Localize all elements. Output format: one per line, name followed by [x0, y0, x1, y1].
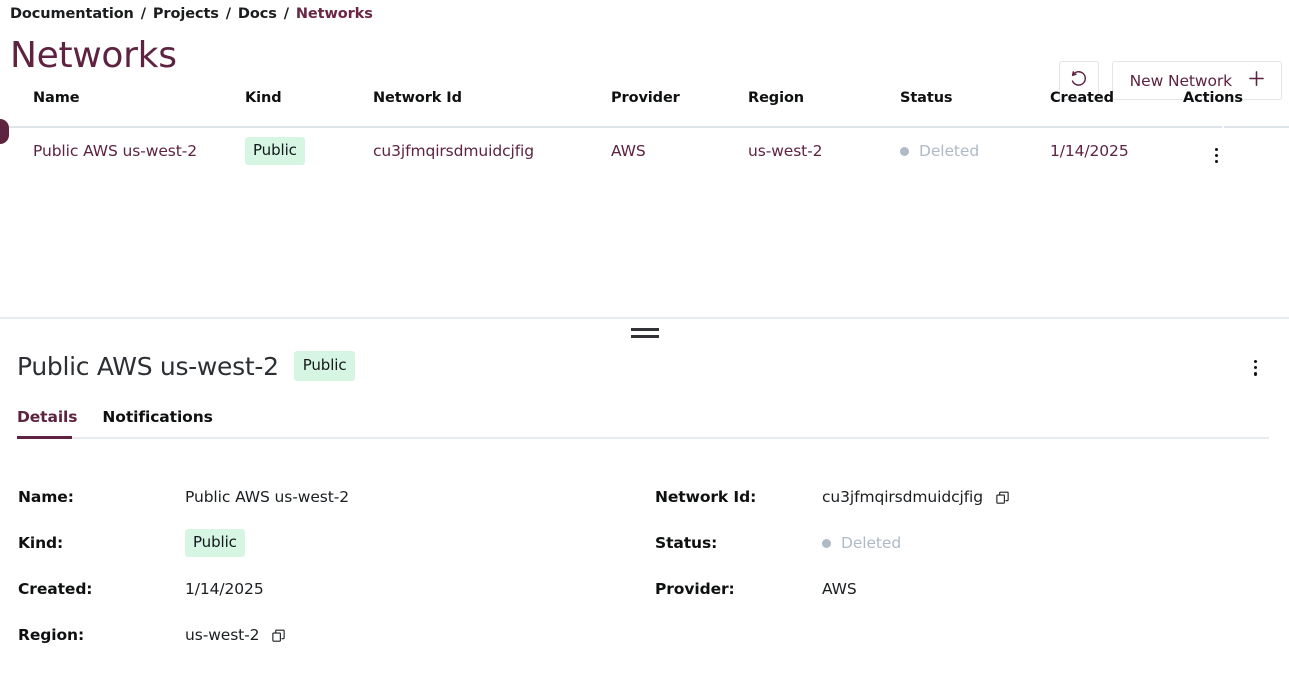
field-label-name: Name:: [18, 488, 74, 506]
field-label-status: Status:: [655, 534, 718, 552]
field-value-provider: AWS: [822, 580, 857, 598]
field-name: Name: Public AWS us-west-2: [18, 474, 655, 520]
cell-name[interactable]: Public AWS us-west-2: [0, 119, 245, 182]
cell-provider: AWS: [611, 142, 646, 161]
column-header-actions: Actions: [1183, 90, 1243, 106]
refresh-button[interactable]: [1058, 61, 1099, 100]
field-label-kind: Kind:: [18, 534, 64, 552]
cell-created: 1/14/2025: [1050, 142, 1129, 161]
tabs-rule: [17, 437, 1269, 439]
breadcrumb-separator: /: [140, 6, 146, 22]
column-header-network-id[interactable]: Network Id: [373, 90, 462, 106]
field-status: Status: Deleted: [655, 520, 1279, 566]
breadcrumb-separator: /: [225, 6, 231, 22]
panel-splitter[interactable]: [0, 317, 1289, 338]
cell-region: us-west-2: [748, 142, 823, 161]
field-label-region: Region:: [18, 626, 85, 644]
status-dot-icon: [900, 146, 909, 156]
splitter-grip-handle[interactable]: [630, 328, 659, 338]
detail-tabs: Details Notifications: [10, 381, 1269, 439]
detail-panel: Public AWS us-west-2 Public Details Noti…: [0, 329, 1289, 658]
copy-icon[interactable]: [271, 628, 286, 643]
networks-table: Name Kind Network Id Provider Region Sta…: [0, 90, 1289, 182]
new-network-button[interactable]: New Network: [1111, 61, 1282, 100]
status-dot-icon: [822, 538, 831, 548]
status-text: Deleted: [919, 142, 980, 161]
cell-kind: Public: [245, 119, 373, 182]
header-actions: New Network: [1058, 61, 1282, 100]
field-label-provider: Provider:: [655, 580, 735, 598]
breadcrumb-item-networks[interactable]: Networks: [295, 6, 373, 22]
detail-status-text: Deleted: [841, 534, 902, 552]
cell-network-id: cu3jfmqirsdmuidcjfig: [373, 142, 534, 161]
table-header-rule: [0, 126, 1289, 128]
plus-icon: [1246, 68, 1267, 93]
field-value-region-text: us-west-2: [185, 626, 260, 644]
column-header-provider[interactable]: Provider: [611, 90, 680, 106]
column-header-kind[interactable]: Kind: [245, 90, 282, 106]
detail-status-badge: Deleted: [822, 534, 901, 552]
detail-title: Public AWS us-west-2: [17, 351, 279, 381]
column-header-created[interactable]: Created: [1050, 90, 1114, 106]
breadcrumb: Documentation / Projects / Docs / Networ…: [0, 0, 1289, 22]
detail-kind-badge: Public: [293, 351, 356, 381]
column-header-status[interactable]: Status: [900, 90, 953, 106]
field-value-kind: Public: [185, 529, 245, 557]
breadcrumb-item-documentation[interactable]: Documentation: [10, 6, 134, 22]
status-badge: Deleted: [900, 142, 979, 160]
row-name-text: Public AWS us-west-2: [33, 142, 197, 161]
row-selected-indicator: [0, 119, 9, 144]
copy-icon[interactable]: [995, 490, 1010, 505]
networks-table-container: Name Kind Network Id Provider Region Sta…: [0, 90, 1289, 317]
field-network-id: Network Id: cu3jfmqirsdmuidcjfig: [655, 474, 1279, 520]
tab-notifications[interactable]: Notifications: [102, 408, 213, 426]
field-value-network-id: cu3jfmqirsdmuidcjfig: [822, 488, 1010, 506]
active-tab-underline: [17, 435, 72, 439]
new-network-label: New Network: [1129, 71, 1232, 90]
field-value-network-id-text: cu3jfmqirsdmuidcjfig: [822, 488, 983, 506]
field-kind: Kind: Public: [18, 520, 655, 566]
detail-fields: Name: Public AWS us-west-2 Network Id: c…: [10, 439, 1279, 658]
refresh-icon: [1069, 69, 1089, 93]
table-header-rule-gap: [1222, 126, 1224, 128]
cell-actions: [1183, 119, 1289, 182]
page-header: Networks New Network: [0, 22, 1289, 100]
detail-kebab-menu-icon[interactable]: [1252, 358, 1259, 378]
field-created: Created: 1/14/2025: [18, 566, 655, 612]
detail-header: Public AWS us-west-2 Public: [10, 329, 1279, 381]
field-value-name: Public AWS us-west-2: [185, 488, 349, 506]
breadcrumb-item-projects[interactable]: Projects: [152, 6, 219, 22]
page-title: Networks: [10, 35, 177, 76]
table-header-row: Name Kind Network Id Provider Region Sta…: [0, 90, 1289, 119]
breadcrumb-separator: /: [283, 6, 289, 22]
field-provider: Provider: AWS: [655, 566, 1279, 612]
column-header-name[interactable]: Name: [33, 90, 80, 106]
row-kebab-menu-icon[interactable]: [1213, 146, 1220, 166]
field-value-created: 1/14/2025: [185, 580, 264, 598]
field-region: Region: us-west-2: [18, 612, 655, 658]
detail-kind-value-badge: Public: [185, 529, 245, 557]
field-value-status: Deleted: [822, 534, 901, 552]
tab-details[interactable]: Details: [17, 408, 78, 426]
kind-badge: Public: [245, 137, 305, 166]
field-value-region: us-west-2: [185, 626, 286, 644]
column-header-region[interactable]: Region: [748, 90, 805, 106]
cell-status: Deleted: [900, 119, 1050, 182]
field-label-created: Created:: [18, 580, 93, 598]
breadcrumb-item-docs[interactable]: Docs: [237, 6, 277, 22]
table-row[interactable]: Public AWS us-west-2 Public cu3jfmqirsdm…: [0, 119, 1289, 182]
field-label-network-id: Network Id:: [655, 488, 757, 506]
